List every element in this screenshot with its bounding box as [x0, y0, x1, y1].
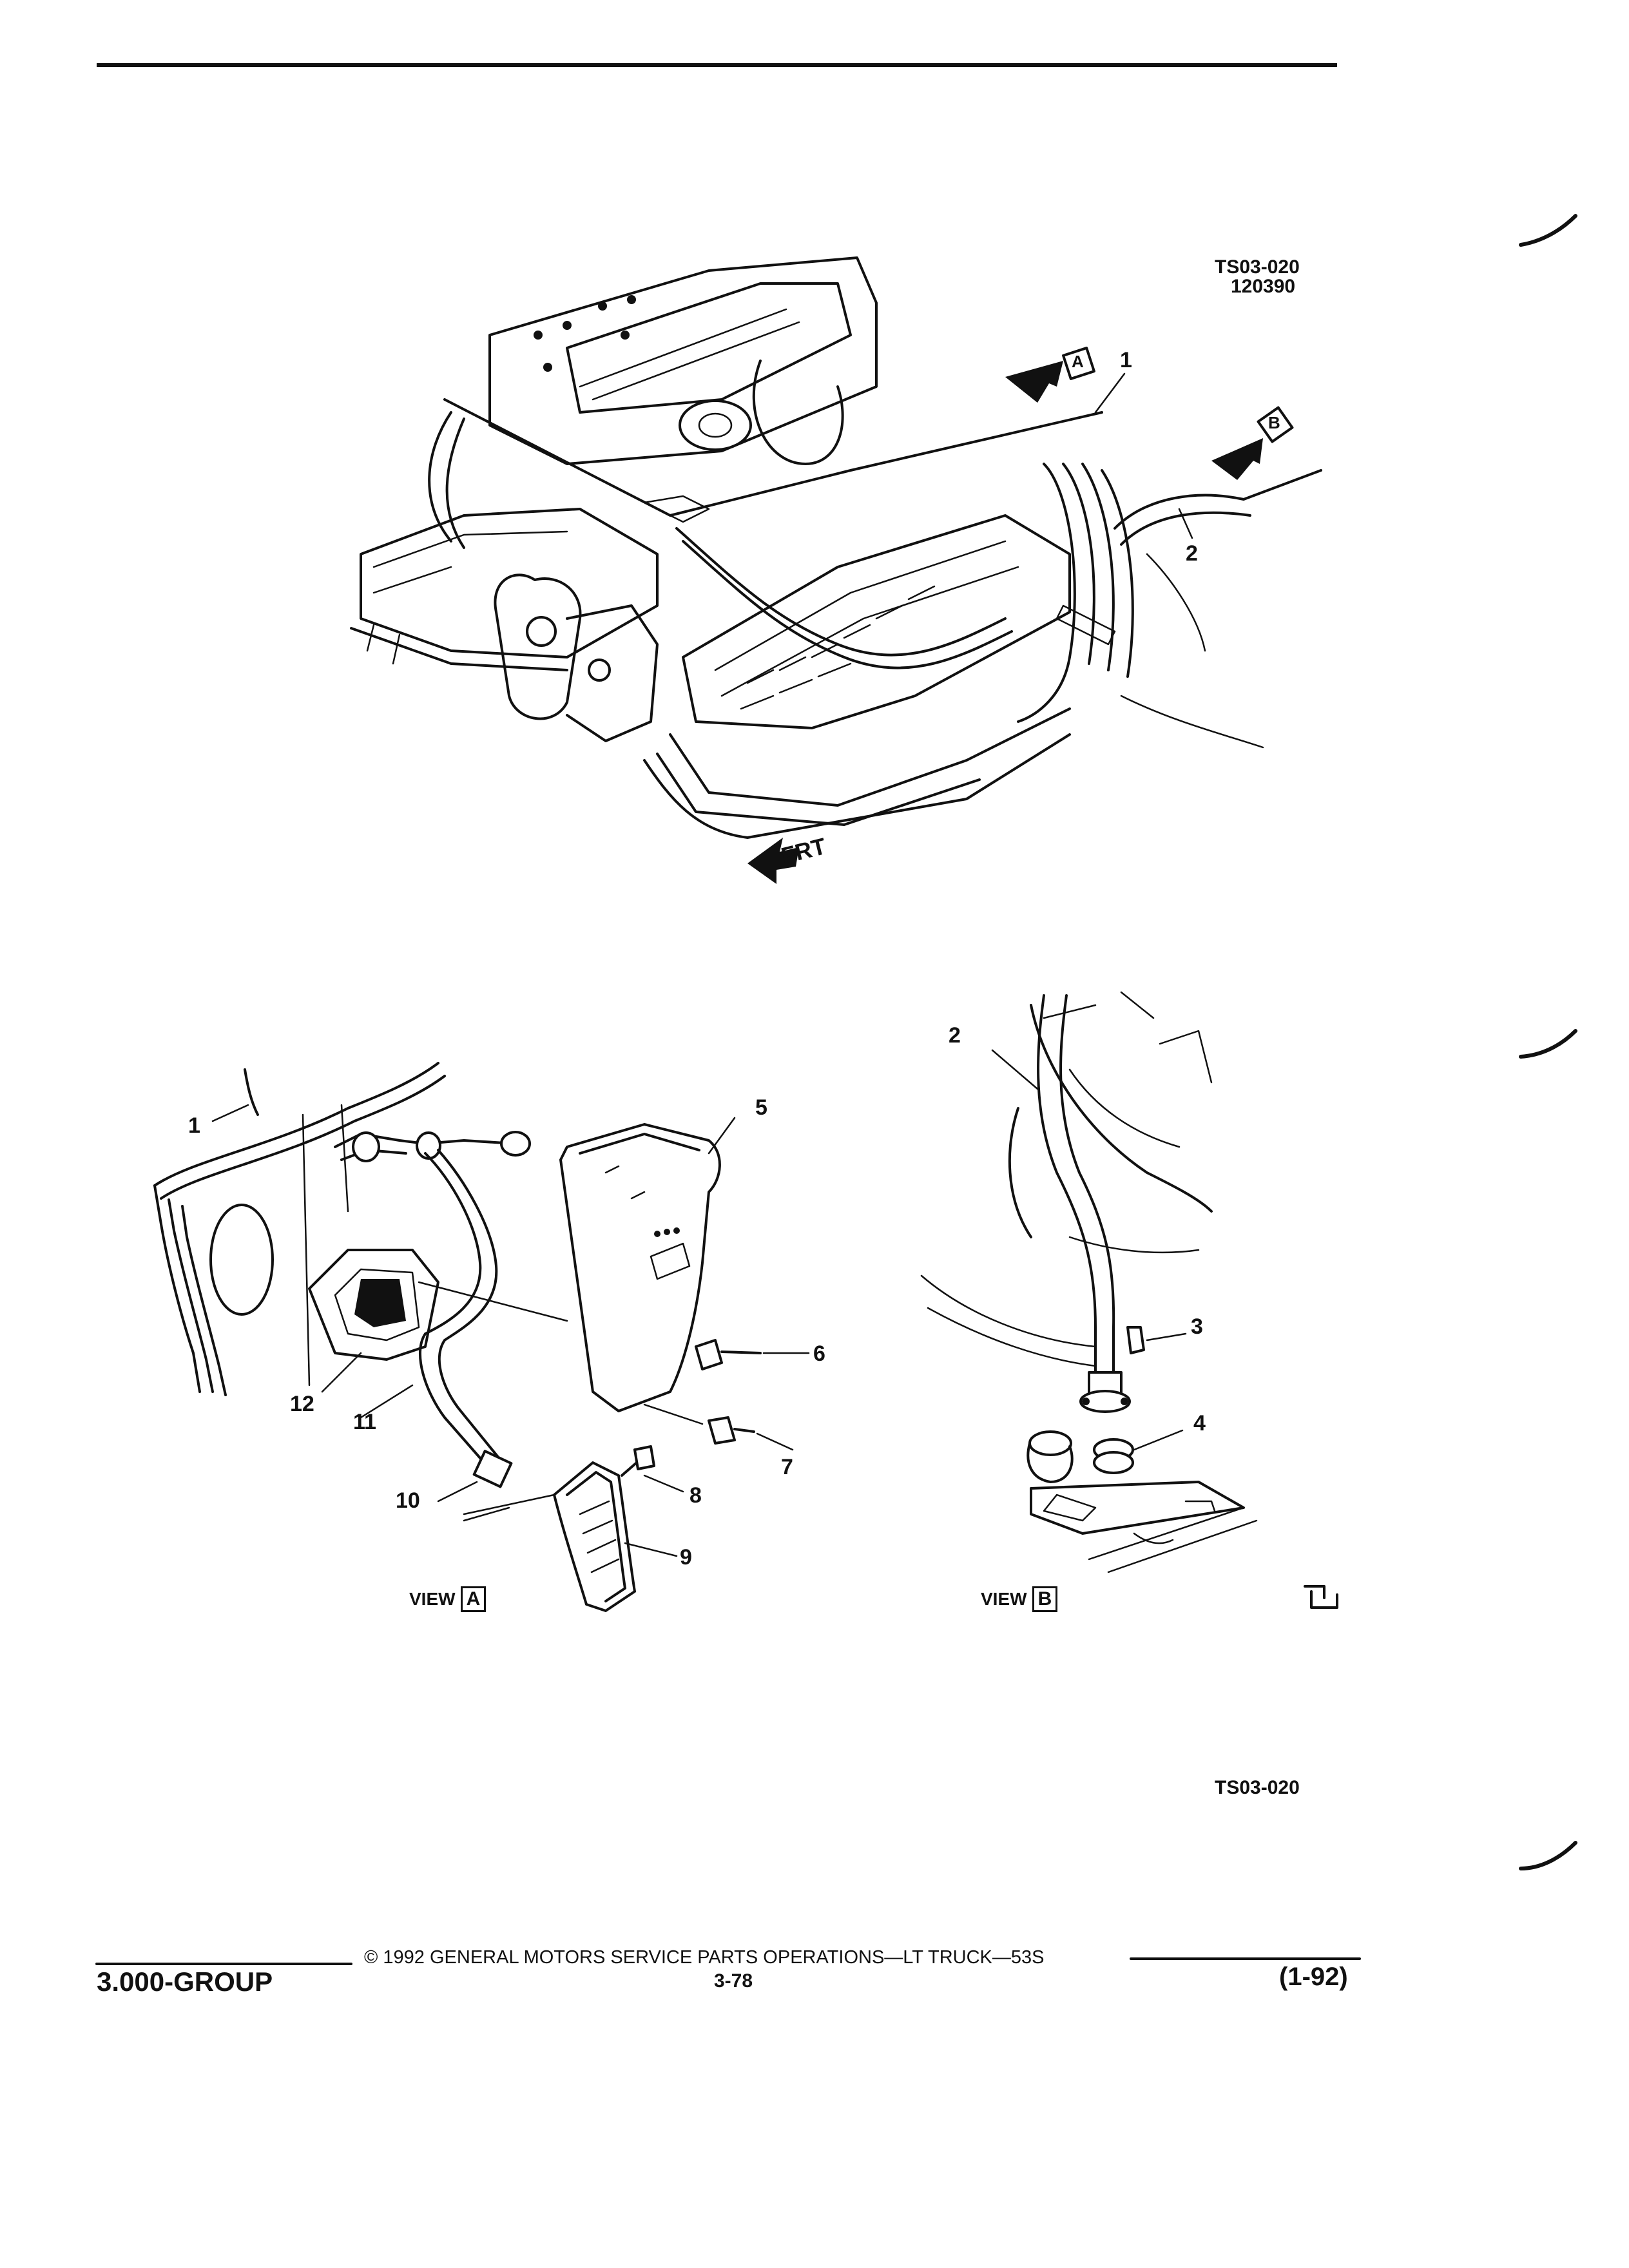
top-rule	[97, 63, 1337, 67]
footer-page-number: 3-78	[714, 1970, 753, 1992]
footer-copyright: © 1992 GENERAL MOTORS SERVICE PARTS OPER…	[364, 1947, 1045, 1968]
callout-view-a-5: 5	[755, 1095, 767, 1120]
view-a-letter: A	[460, 1586, 487, 1612]
footer-group: 3.000-GROUP	[97, 1966, 273, 1997]
figure-code-bottom: TS03-020	[1215, 1777, 1300, 1798]
callout-view-a-8: 8	[689, 1483, 702, 1508]
callout-view-b-4: 4	[1193, 1411, 1206, 1436]
binder-marks	[1519, 214, 1577, 1870]
footer-revision: (1-92)	[1279, 1963, 1348, 1991]
view-b-illustration	[920, 991, 1258, 1573]
callout-view-a-11: 11	[353, 1410, 376, 1434]
callout-view-a-6: 6	[813, 1341, 825, 1366]
callout-view-a-12: 12	[290, 1392, 314, 1416]
view-a-illustration	[153, 1062, 810, 1612]
callout-view-a-1: 1	[188, 1113, 200, 1138]
callout-view-a-9: 9	[680, 1545, 692, 1570]
figure-code-top: TS03-020	[1215, 256, 1300, 278]
view-b-label: VIEW	[981, 1589, 1027, 1609]
footer-rules	[95, 1957, 1361, 1965]
engine-illustration	[350, 256, 1322, 839]
callout-view-b-3: 3	[1191, 1314, 1203, 1339]
view-b-letter: B	[1032, 1586, 1058, 1612]
callout-view-a-10: 10	[396, 1488, 420, 1513]
marker-b-letter: B	[1268, 413, 1280, 432]
marker-a-letter: A	[1072, 352, 1084, 371]
callout-top-2: 2	[1186, 541, 1198, 566]
top-leader-lines	[1094, 372, 1193, 539]
view-arrow-markers	[1005, 347, 1294, 480]
figure-date-code: 120390	[1231, 276, 1296, 297]
front-arrow	[747, 838, 799, 884]
callout-view-b-2: 2	[949, 1023, 961, 1048]
callout-top-1: 1	[1120, 348, 1132, 372]
view-a-label: VIEW	[409, 1589, 456, 1609]
callout-view-a-7: 7	[781, 1455, 793, 1479]
su-mark	[1304, 1585, 1338, 1609]
